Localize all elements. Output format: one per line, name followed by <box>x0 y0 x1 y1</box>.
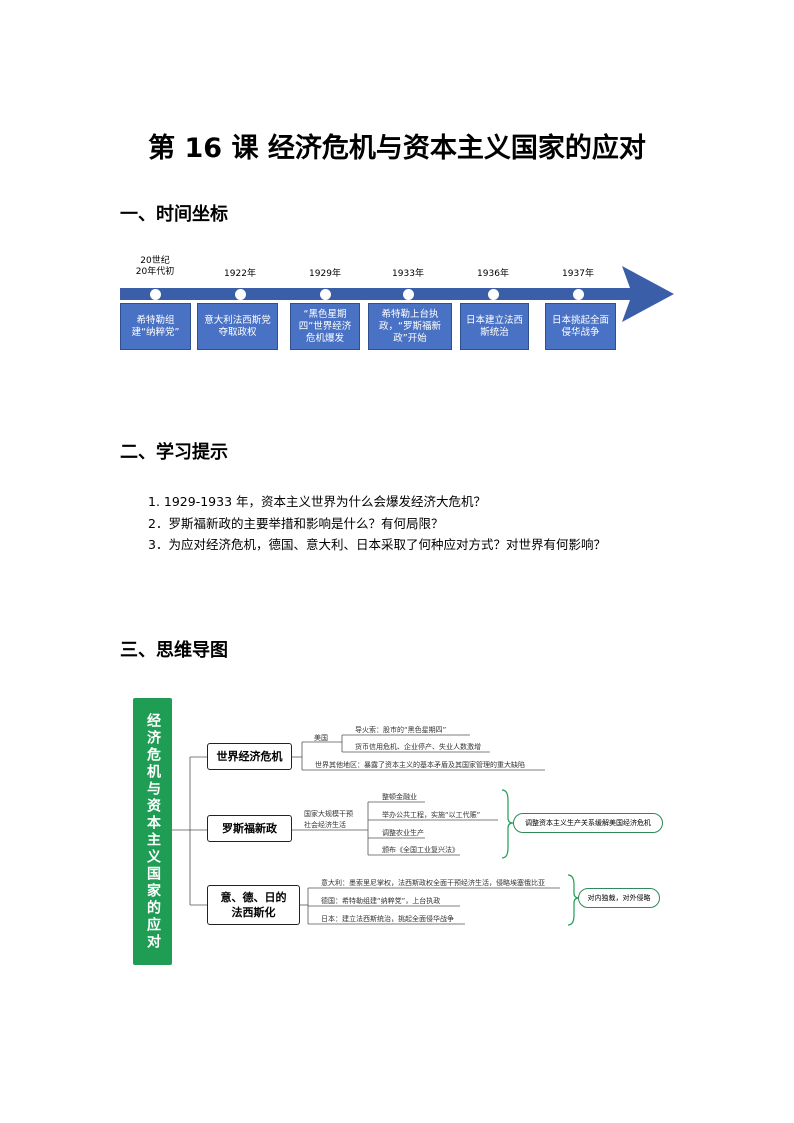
node-item: 日本：建立法西斯统治，挑起全面侵华战争 <box>321 915 454 923</box>
timeline-event: 日本建立法西斯统治 <box>460 303 529 350</box>
summary-fascism: 对内独裁，对外侵略 <box>578 888 660 908</box>
node-item: 颁布《全国工业复兴法》 <box>382 846 459 854</box>
timeline-year: 1933年 <box>373 269 443 280</box>
year-label: 1929年 <box>309 269 341 279</box>
year-label: 20年代初 <box>135 267 175 277</box>
timeline-dot <box>402 288 414 300</box>
branch-economic-crisis: 世界经济危机 <box>207 743 292 770</box>
node-item: 导火索：股市的“黑色星期四” <box>355 726 447 734</box>
node-item: 德国：希特勒组建“纳粹党”，上台执政 <box>321 897 441 905</box>
timeline-arrow <box>120 266 674 322</box>
timeline-event: 希特勒组建“纳粹党” <box>120 303 191 350</box>
mindmap-connectors <box>172 734 560 925</box>
node-item: 调整农业生产 <box>382 829 424 837</box>
mindmap-root: 经济危机与资本主义国家的应对 <box>133 698 172 965</box>
timeline-year: 1936年 <box>458 269 528 280</box>
timeline-year: 1929年 <box>290 269 360 280</box>
branch-label: 意、德、日的 <box>220 891 287 904</box>
timeline-event: 希特勒上台执政，“罗斯福新政”开始 <box>368 303 452 350</box>
question: 2．罗斯福新政的主要举措和影响是什么？有何局限？ <box>148 516 444 531</box>
timeline-dot <box>487 288 499 300</box>
question: 1. 1929-1933 年，资本主义世界为什么会爆发经济大危机？ <box>148 494 487 509</box>
timeline-dot <box>572 288 584 300</box>
node-item: 意大利：墨索里尼掌权，法西斯政权全面干预经济生活，侵略埃塞俄比亚 <box>321 879 545 887</box>
node-item: 世界其他地区：暴露了资本主义的基本矛盾及其国家管理的重大缺陷 <box>315 761 525 769</box>
year-label: 1933年 <box>392 269 424 279</box>
page-title: 第 16 课 经济危机与资本主义国家的应对 <box>148 133 646 164</box>
node-item: 举办公共工程，实施“以工代赈” <box>382 811 481 819</box>
branch-fascism: 意、德、日的 法西斯化 <box>207 885 300 925</box>
timeline-event: “黑色星期四”世界经济危机爆发 <box>290 303 360 350</box>
node-item: 社会经济生活 <box>304 821 346 829</box>
timeline-dot <box>234 288 246 300</box>
node-item: 货币信用危机、企业停产、失业人数激增 <box>355 743 481 751</box>
timeline-event: 日本挑起全面侵华战争 <box>545 303 616 350</box>
year-label: 1937年 <box>562 269 594 279</box>
section-heading: 三、思维导图 <box>120 640 228 661</box>
timeline-dot <box>149 288 161 300</box>
year-label: 1936年 <box>477 269 509 279</box>
node-usa: 美国 <box>314 734 328 742</box>
node-item: 整顿金融业 <box>382 793 417 801</box>
section-heading: 二、学习提示 <box>120 442 228 463</box>
timeline-year: 1922年 <box>205 269 275 280</box>
braces <box>501 789 580 926</box>
year-label: 20世纪 <box>140 256 170 266</box>
branch-label: 法西斯化 <box>231 906 276 919</box>
summary-new-deal: 调整资本主义生产关系缓解美国经济危机 <box>513 813 663 833</box>
node-item: 国家大规模干预 <box>304 810 353 818</box>
year-label: 1922年 <box>224 269 256 279</box>
timeline-year: 1937年 <box>543 269 613 280</box>
timeline-event: 意大利法西斯党夺取政权 <box>197 303 278 350</box>
section-heading: 一、时间坐标 <box>120 204 228 225</box>
branch-new-deal: 罗斯福新政 <box>207 815 292 842</box>
timeline-dot <box>319 288 331 300</box>
question: 3．为应对经济危机，德国、意大利、日本采取了何种应对方式？对世界有何影响？ <box>148 537 606 552</box>
